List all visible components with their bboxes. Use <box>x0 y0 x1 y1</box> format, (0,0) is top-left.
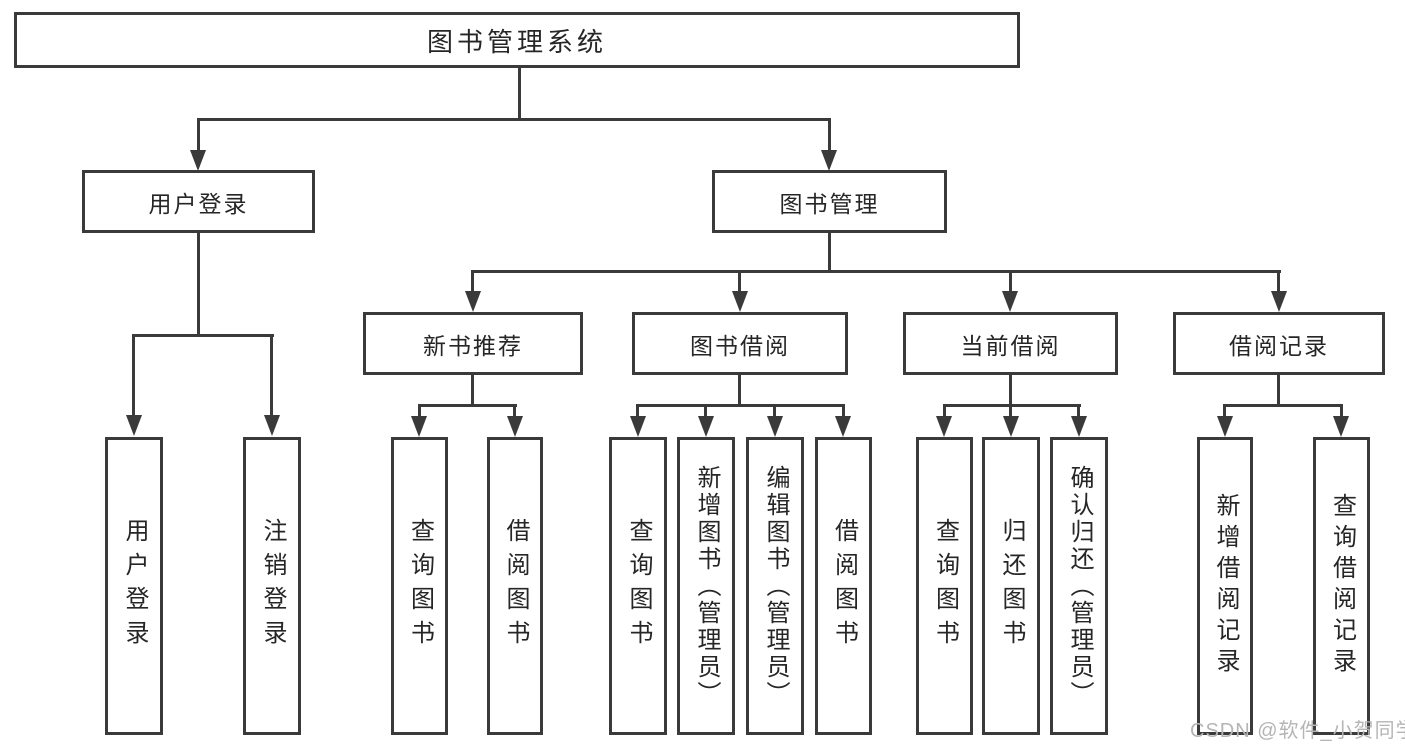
leaf-confirm-return-admin-label: 确认归还（管理员） <box>1066 464 1093 708</box>
node-book-management-label: 图书管理 <box>779 190 880 217</box>
leaf-user-login: 用户登录 <box>105 437 163 735</box>
leaf-borrow-books-borrowing-label: 借阅图书 <box>830 518 858 654</box>
connector-bookmgmt-stub-4 <box>1277 270 1280 293</box>
leaf-add-books-admin: 新增图书（管理员） <box>677 437 735 735</box>
arrowhead-icon <box>1333 416 1349 437</box>
connector-bookborrow-stub-3 <box>773 404 776 417</box>
node-user-login: 用户登录 <box>82 170 315 233</box>
connector-currentborrow-hline <box>943 404 1081 407</box>
leaf-query-books-recommend-label: 查询图书 <box>406 518 434 654</box>
connector-root-hline <box>197 118 831 121</box>
watermark-text: CSDN @软件_小贺同学 <box>1190 720 1405 742</box>
connector-currentborrow-stub-2 <box>1009 404 1012 417</box>
leaf-query-books-borrowing-label: 查询图书 <box>625 518 652 654</box>
leaf-query-books-recommend: 查询图书 <box>391 437 448 735</box>
node-new-book-recommend-label: 新书推荐 <box>423 332 523 359</box>
leaf-return-books-label: 归还图书 <box>998 518 1025 654</box>
connector-bookmgmt-stub-1 <box>471 270 474 293</box>
arrowhead-icon <box>126 415 142 436</box>
arrowhead-icon <box>630 416 646 437</box>
leaf-add-borrow-record: 新增借阅记录 <box>1197 437 1253 735</box>
node-current-borrowing-label: 当前借阅 <box>960 332 1061 359</box>
leaf-add-borrow-record-label: 新增借阅记录 <box>1212 493 1239 679</box>
connector-bookmgmt-stub-2 <box>738 270 741 293</box>
node-borrowing-records: 借阅记录 <box>1173 312 1385 375</box>
connector-currentborrow-stub-1 <box>943 404 946 417</box>
leaf-borrow-books-recommend-label: 借阅图书 <box>502 518 529 654</box>
connector-bookborrow-hline <box>636 404 845 407</box>
leaf-query-books-borrowing: 查询图书 <box>609 437 667 735</box>
node-book-borrowing: 图书借阅 <box>632 312 848 375</box>
node-book-borrowing-label: 图书借阅 <box>690 332 790 359</box>
arrowhead-icon <box>1003 416 1019 437</box>
node-library-system: 图书管理系统 <box>14 12 1020 68</box>
leaf-return-books: 归还图书 <box>982 437 1040 735</box>
leaf-user-login-label: 用户登录 <box>121 518 148 654</box>
connector-root-stub-left <box>197 118 200 151</box>
leaf-query-borrow-record: 查询借阅记录 <box>1313 437 1370 735</box>
arrowhead-icon <box>1217 416 1233 437</box>
connector-userlogin-hline <box>132 334 274 337</box>
leaf-edit-books-admin-label: 编辑图书（管理员） <box>762 464 789 708</box>
connector-userlogin-stub-1 <box>132 334 135 416</box>
arrowhead-icon <box>411 416 427 437</box>
leaf-borrow-books-recommend: 借阅图书 <box>487 437 543 735</box>
arrowhead-icon <box>1002 291 1018 312</box>
connector-userlogin-vline <box>197 233 200 336</box>
connector-newbook-vline <box>471 375 474 406</box>
arrowhead-icon <box>264 415 280 436</box>
connector-currentborrow-vline <box>1009 375 1012 406</box>
connector-borrowrecord-stub-2 <box>1340 404 1343 417</box>
arrowhead-icon <box>821 150 837 171</box>
connector-borrowrecord-vline <box>1277 375 1280 406</box>
arrowhead-icon <box>190 150 206 171</box>
node-new-book-recommend: 新书推荐 <box>363 312 583 375</box>
leaf-borrow-books-borrowing: 借阅图书 <box>815 437 872 735</box>
connector-bookborrow-stub-2 <box>704 404 707 417</box>
leaf-query-borrow-record-label: 查询借阅记录 <box>1328 493 1356 679</box>
connector-borrowrecord-stub-1 <box>1223 404 1226 417</box>
connector-userlogin-stub-2 <box>270 334 273 416</box>
leaf-query-books-current-label: 查询图书 <box>931 518 959 654</box>
connector-bookmgmt-vline <box>828 233 831 272</box>
arrowhead-icon <box>1071 416 1087 437</box>
connector-bookmgmt-stub-3 <box>1009 270 1012 293</box>
connector-bookborrow-stub-4 <box>842 404 845 417</box>
arrowhead-icon <box>835 416 851 437</box>
connector-newbook-stub-2 <box>513 404 516 417</box>
leaf-confirm-return-admin: 确认归还（管理员） <box>1050 437 1108 735</box>
arrowhead-icon <box>936 416 952 437</box>
leaf-logout-login: 注销登录 <box>243 437 301 735</box>
connector-newbook-hline <box>418 404 517 407</box>
connector-currentborrow-stub-3 <box>1077 404 1080 417</box>
leaf-edit-books-admin: 编辑图书（管理员） <box>746 437 804 735</box>
leaf-logout-login-label: 注销登录 <box>259 518 286 654</box>
arrowhead-icon <box>507 416 523 437</box>
connector-newbook-stub-1 <box>418 404 421 417</box>
node-book-management: 图书管理 <box>712 170 947 233</box>
node-borrowing-records-label: 借阅记录 <box>1229 332 1329 359</box>
leaf-query-books-current: 查询图书 <box>916 437 973 735</box>
connector-root-vline <box>518 68 521 120</box>
arrowhead-icon <box>732 291 748 312</box>
arrowhead-icon <box>1271 291 1287 312</box>
arrowhead-icon <box>465 291 481 312</box>
arrowhead-icon <box>698 416 714 437</box>
leaf-add-books-admin-label: 新增图书（管理员） <box>693 464 720 708</box>
connector-root-stub-right <box>828 118 831 151</box>
connector-bookborrow-stub-1 <box>636 404 639 417</box>
connector-bookborrow-vline <box>738 375 741 406</box>
connector-bookmgmt-hline <box>471 270 1281 273</box>
arrowhead-icon <box>767 416 783 437</box>
node-library-system-label: 图书管理系统 <box>426 26 607 57</box>
node-current-borrowing: 当前借阅 <box>903 312 1118 375</box>
connector-borrowrecord-hline <box>1223 404 1343 407</box>
node-user-login-label: 用户登录 <box>148 190 249 217</box>
